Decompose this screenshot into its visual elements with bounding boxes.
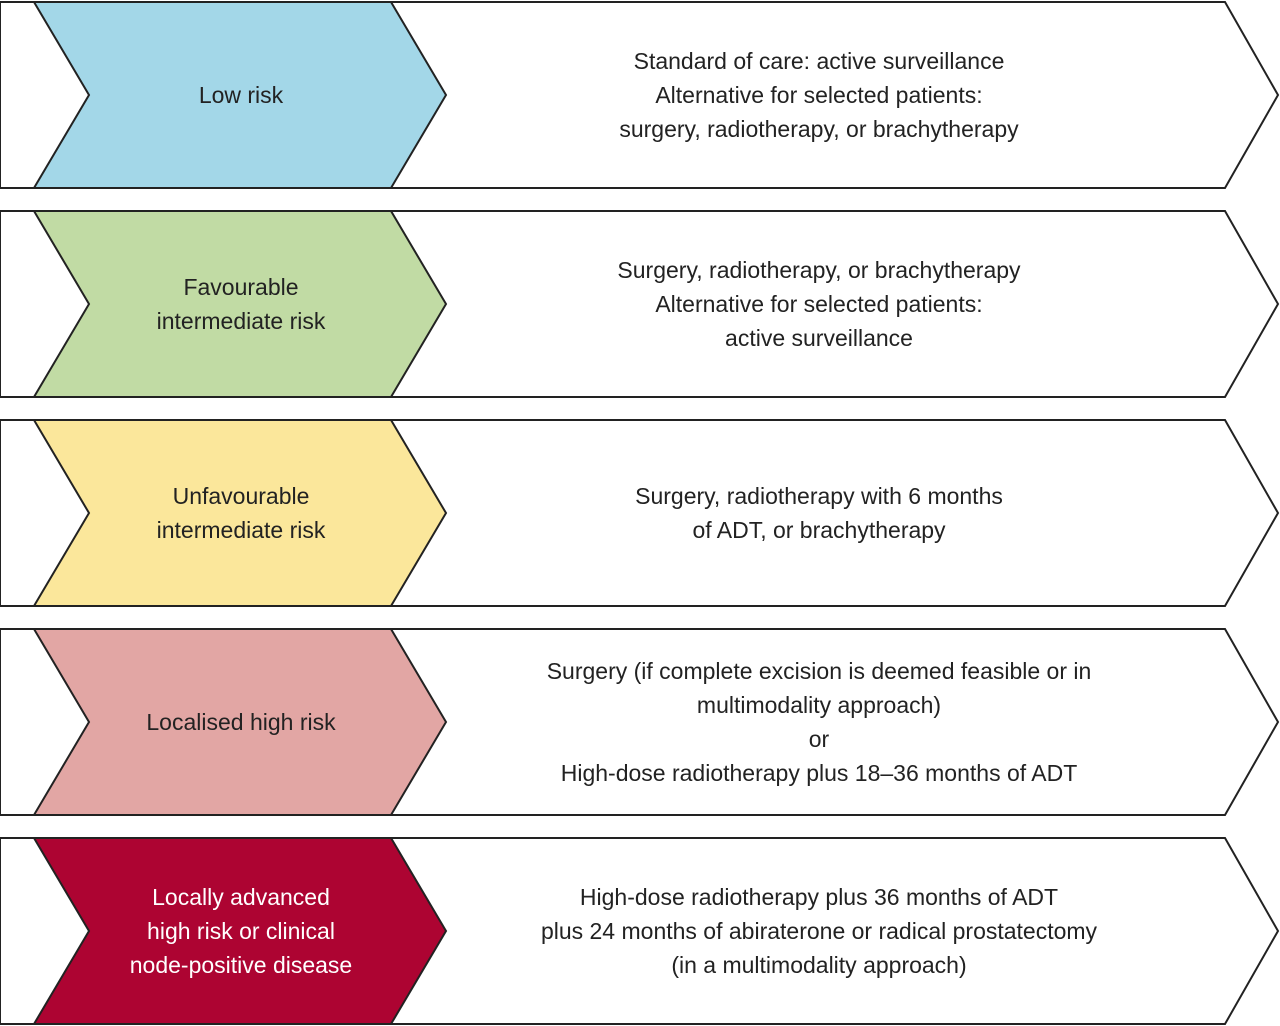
treatment-description: High-dose radiotherapy plus 36 months of… [580, 884, 1058, 910]
treatment-description: Surgery, radiotherapy, or brachytherapy [617, 257, 1021, 283]
risk-chevron-shape [32, 837, 448, 1025]
risk-row: Unfavourable intermediate risk Surgery, ra… [0, 419, 1280, 607]
risk-category-label: intermediate risk [157, 308, 326, 334]
treatment-description: multimodality approach) [697, 692, 941, 718]
risk-category-label: Localised high risk [146, 709, 336, 735]
treatment-description: Surgery (if complete excision is deemed … [547, 658, 1092, 684]
treatment-description: Alternative for selected patients: [655, 82, 982, 108]
treatment-description: High-dose radiotherapy plus 18–36 months… [561, 760, 1078, 786]
treatment-description: surgery, radiotherapy, or brachytherapy [619, 116, 1019, 142]
risk-category-label: node-positive disease [130, 952, 352, 978]
treatment-description: plus 24 months of abiraterone or radical… [541, 918, 1098, 944]
treatment-description: (in a multimodality approach) [671, 952, 966, 978]
treatment-description: active surveillance [725, 325, 913, 351]
risk-chevron-shape [32, 628, 448, 816]
risk-row: Localised high risk Surgery (if complete … [0, 628, 1280, 816]
risk-chevron-shape [32, 0, 448, 189]
treatment-description: Alternative for selected patients: [655, 291, 982, 317]
risk-chevron-shape [32, 210, 448, 398]
risk-row: Favourable intermediate risk Surgery, radi… [0, 210, 1280, 398]
risk-category-label: high risk or clinical [147, 918, 335, 944]
risk-chevron-shape [32, 419, 448, 607]
treatment-description: Surgery, radiotherapy with 6 months [635, 483, 1003, 509]
risk-row: Locally advanced high risk or clinical nod… [0, 837, 1280, 1025]
risk-category-label: intermediate risk [157, 517, 326, 543]
risk-category-label: Unfavourable [173, 483, 310, 509]
risk-category-label: Locally advanced [152, 884, 330, 910]
treatment-description: or [809, 726, 830, 752]
treatment-description: of ADT, or brachytherapy [692, 517, 946, 543]
risk-category-label: Favourable [183, 274, 298, 300]
treatment-description: Standard of care: active surveillance [634, 48, 1005, 74]
risk-row: Low risk Standard of care: active surveil… [0, 0, 1280, 189]
risk-category-label: Low risk [199, 82, 284, 108]
